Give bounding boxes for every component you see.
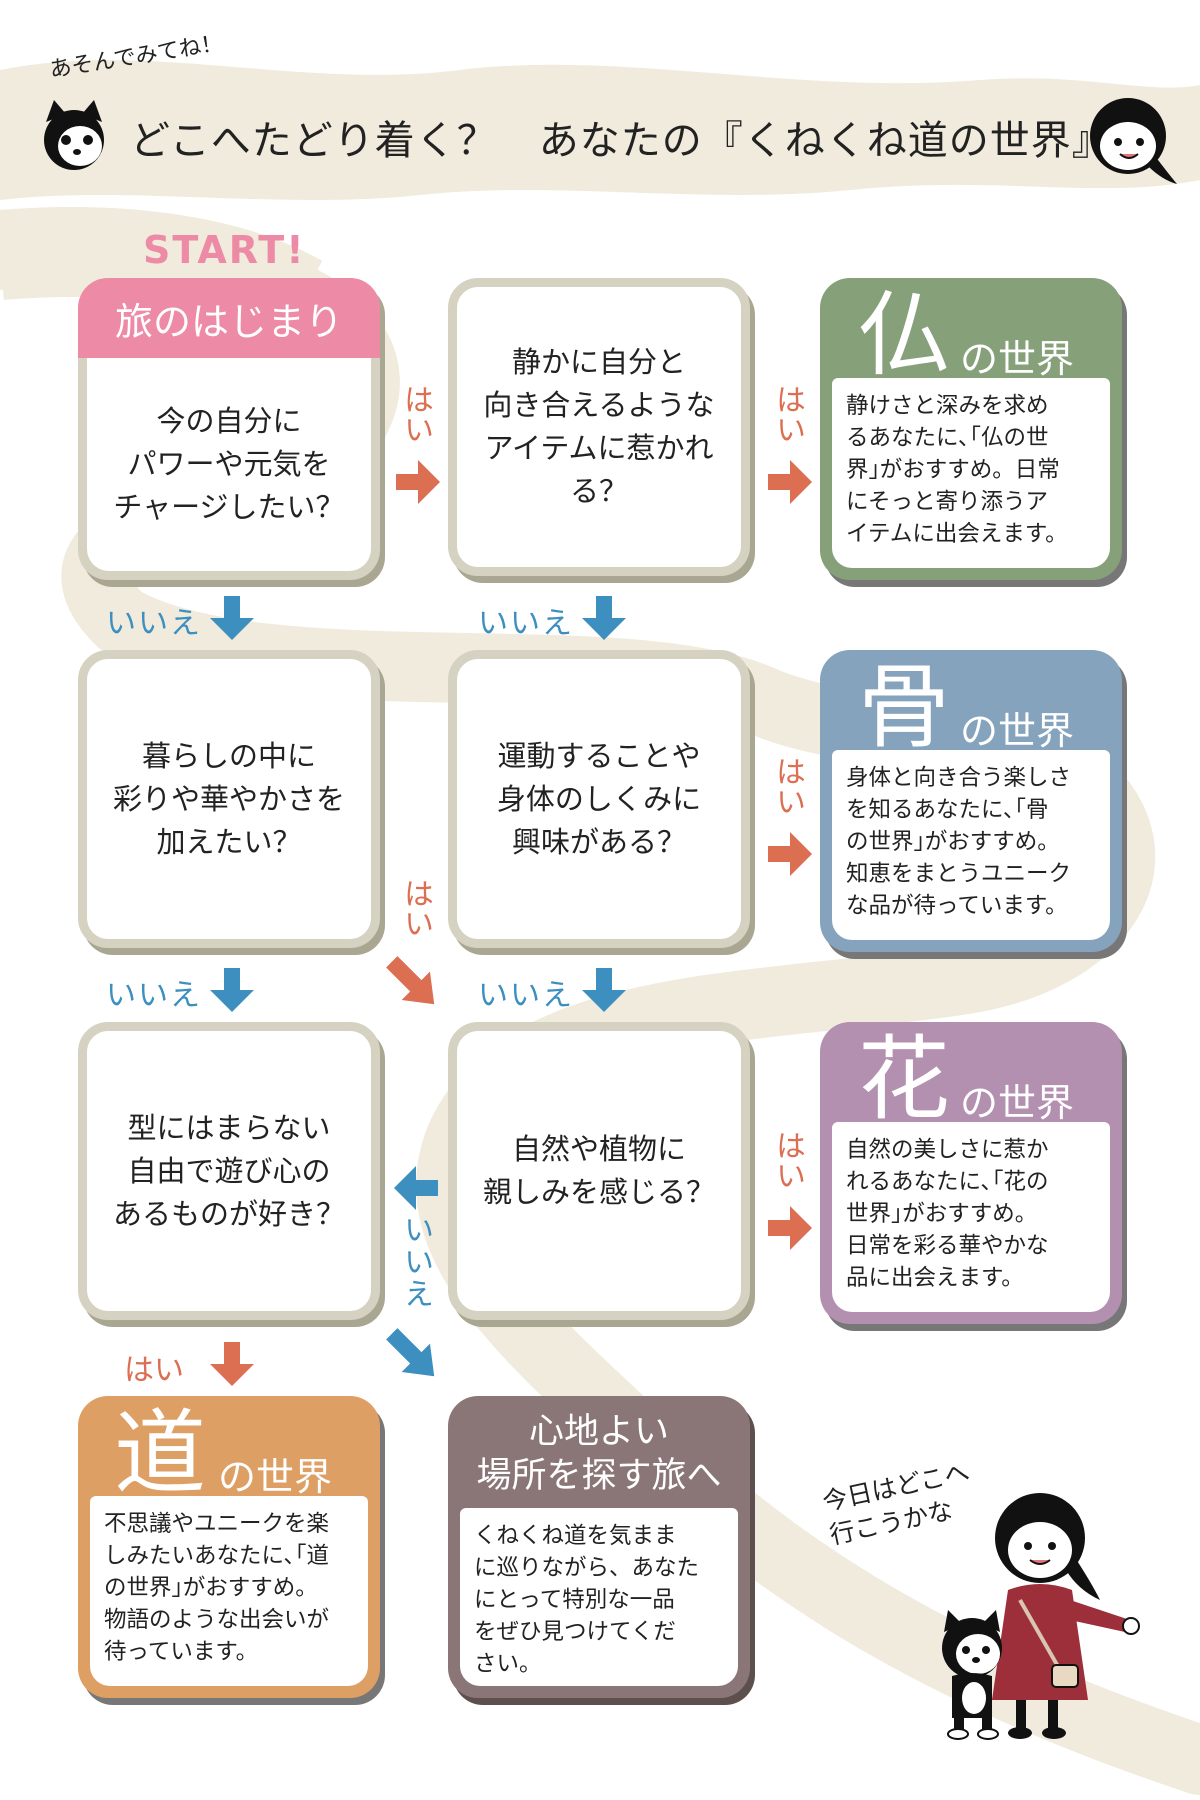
arrow-right-icon	[396, 460, 440, 504]
question-box-quiet-items[interactable]: 静かに自分と 向き合えるような アイテムに惹かれる？	[448, 278, 750, 576]
result-michi-suffix: の世界	[218, 1455, 333, 1499]
result-michi-world[interactable]: 道 の世界 不思議やユニークを楽 しみたいあなたに､｢道 の世界｣がおすすめ。 …	[78, 1396, 380, 1698]
no-label: いいえ	[106, 606, 202, 641]
result-michi-text: 不思議やユニークを楽 しみたいあなたに､｢道 の世界｣がおすすめ。 物語のような…	[90, 1496, 368, 1686]
header-band	[0, 60, 1200, 200]
start-box[interactable]: 旅のはじまり 今の自分に パワーや元気を チャージしたい？	[78, 278, 380, 580]
no-label: いいえ	[106, 978, 202, 1013]
no-label: いいえ	[478, 978, 574, 1013]
yes-label: はい	[770, 1130, 805, 1190]
result-hotoke-suffix: の世界	[960, 337, 1075, 381]
arrow-diagonal-icon	[386, 956, 435, 1005]
result-hone-text: 身体と向き合う楽しさ を知るあなたに､｢骨 の世界｣がおすすめ。 知恵をまとうユ…	[832, 750, 1110, 940]
result-hana-text: 自然の美しさに惹か れるあなたに､｢花の 世界｣がおすすめ。 日常を彩る華やかな…	[832, 1122, 1110, 1312]
result-hotoke-kanji: 仏	[858, 282, 951, 389]
girl-face-icon	[1090, 98, 1177, 184]
result-hana-suffix: の世界	[960, 1081, 1075, 1125]
result-hone-kanji: 骨	[858, 654, 951, 761]
final-text: くねくね道を気まま に巡りながら、あなた にとって特別な一品 をぜひ見つけてくだ…	[460, 1508, 738, 1686]
start-label: START!	[143, 228, 306, 272]
question-box-playful[interactable]: 型にはまらない 自由で遊び心の あるものが好き？	[78, 1022, 380, 1320]
result-hone-world[interactable]: 骨 の世界 身体と向き合う楽しさ を知るあなたに､｢骨 の世界｣がおすすめ。 知…	[820, 650, 1122, 952]
final-title: 心地よい 場所を探す旅へ	[476, 1412, 722, 1496]
result-hana-kanji: 花	[858, 1026, 951, 1133]
page-title: どこへたどり着く？ あなたの『くねくね道の世界』	[130, 118, 1113, 164]
result-michi-kanji: 道	[114, 1400, 207, 1507]
yes-label: はい	[770, 756, 805, 816]
arrow-down-icon	[210, 596, 254, 640]
cat-character-icon	[942, 1610, 1002, 1740]
yes-label: はい	[398, 384, 433, 444]
arrow-diagonal-icon	[386, 1328, 435, 1377]
arrow-right-icon	[768, 460, 812, 504]
arrow-right-icon	[768, 1206, 812, 1250]
no-label: いいえ	[478, 606, 574, 641]
final-journey-box[interactable]: 心地よい 場所を探す旅へ くねくね道を気まま に巡りながら、あなた にとって特別…	[448, 1396, 750, 1698]
arrow-down-icon	[582, 968, 626, 1012]
arrow-right-icon	[768, 832, 812, 876]
arrow-left-icon	[394, 1166, 438, 1210]
arrow-down-icon	[582, 596, 626, 640]
yes-label: はい	[770, 384, 805, 444]
no-label: いいえ	[398, 1214, 433, 1310]
girl-character-icon	[992, 1493, 1140, 1739]
question-box-body-interest[interactable]: 運動することや 身体のしくみに 興味がある？	[448, 650, 750, 948]
yes-label: はい	[398, 878, 433, 938]
cat-face-icon	[44, 100, 104, 170]
question-charge-power: 今の自分に パワーや元気を チャージしたい？	[113, 404, 345, 524]
arrow-down-icon	[210, 1342, 254, 1386]
arrow-down-icon	[210, 968, 254, 1012]
result-hotoke-text: 静けさと深みを求め るあなたに､｢仏の世 界｣がおすすめ。日常 にそっと寄り添う…	[832, 378, 1110, 568]
start-box-header: 旅のはじまり	[78, 278, 380, 358]
result-hana-world[interactable]: 花 の世界 自然の美しさに惹か れるあなたに､｢花の 世界｣がおすすめ。 日常を…	[820, 1022, 1122, 1324]
question-box-nature[interactable]: 自然や植物に 親しみを感じる？	[448, 1022, 750, 1320]
result-hone-suffix: の世界	[960, 709, 1075, 753]
yes-label: はい	[124, 1353, 184, 1388]
result-hotoke-world[interactable]: 仏 の世界 静けさと深みを求め るあなたに､｢仏の世 界｣がおすすめ。日常 にそ…	[820, 278, 1122, 580]
question-box-add-color[interactable]: 暮らしの中に 彩りや華やかさを 加えたい？	[78, 650, 380, 948]
